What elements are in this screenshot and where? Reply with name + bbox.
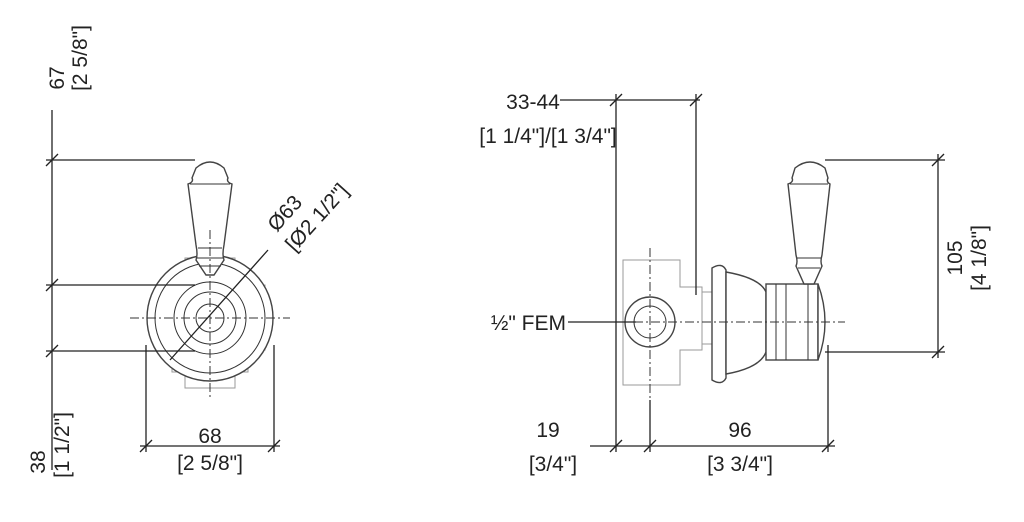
side-height-dimension <box>825 153 945 359</box>
front-width-dimension <box>139 345 281 453</box>
width-inch: [2 5/8"] <box>177 452 243 475</box>
side-escutcheon-plate <box>711 264 727 384</box>
height-bottom-inch: [1 1/2"] <box>51 412 74 478</box>
side-view <box>600 161 845 440</box>
diameter-leader <box>169 249 269 361</box>
side-depth-dimension <box>560 93 703 452</box>
height-top-inch: [2 5/8"] <box>69 25 92 91</box>
side-housing-outline <box>622 259 703 386</box>
height-mm: 105 <box>944 240 967 275</box>
height-top-mm: 67 <box>46 66 69 89</box>
depth-range-mm: 33-44 <box>506 91 560 114</box>
front-vertical-dimension <box>45 110 195 470</box>
depth-range-inch: [1 1/4"]/[1 3/4"] <box>479 125 617 148</box>
projection-inch: [3 3/4"] <box>707 453 773 476</box>
height-bottom-mm: 38 <box>27 450 50 473</box>
rear-offset-inch: [3/4"] <box>529 453 577 476</box>
side-bottom-dimension <box>590 345 835 453</box>
front-view <box>130 161 290 400</box>
rear-offset-mm: 19 <box>536 419 559 442</box>
front-lever-handle <box>187 161 233 276</box>
connection-label: ½" FEM <box>491 312 566 335</box>
height-inch: [4 1/8"] <box>968 225 991 291</box>
width-mm: 68 <box>198 425 221 448</box>
side-lever-handle <box>787 161 831 285</box>
projection-mm: 96 <box>728 419 751 442</box>
side-escutcheon-cone <box>725 271 767 375</box>
